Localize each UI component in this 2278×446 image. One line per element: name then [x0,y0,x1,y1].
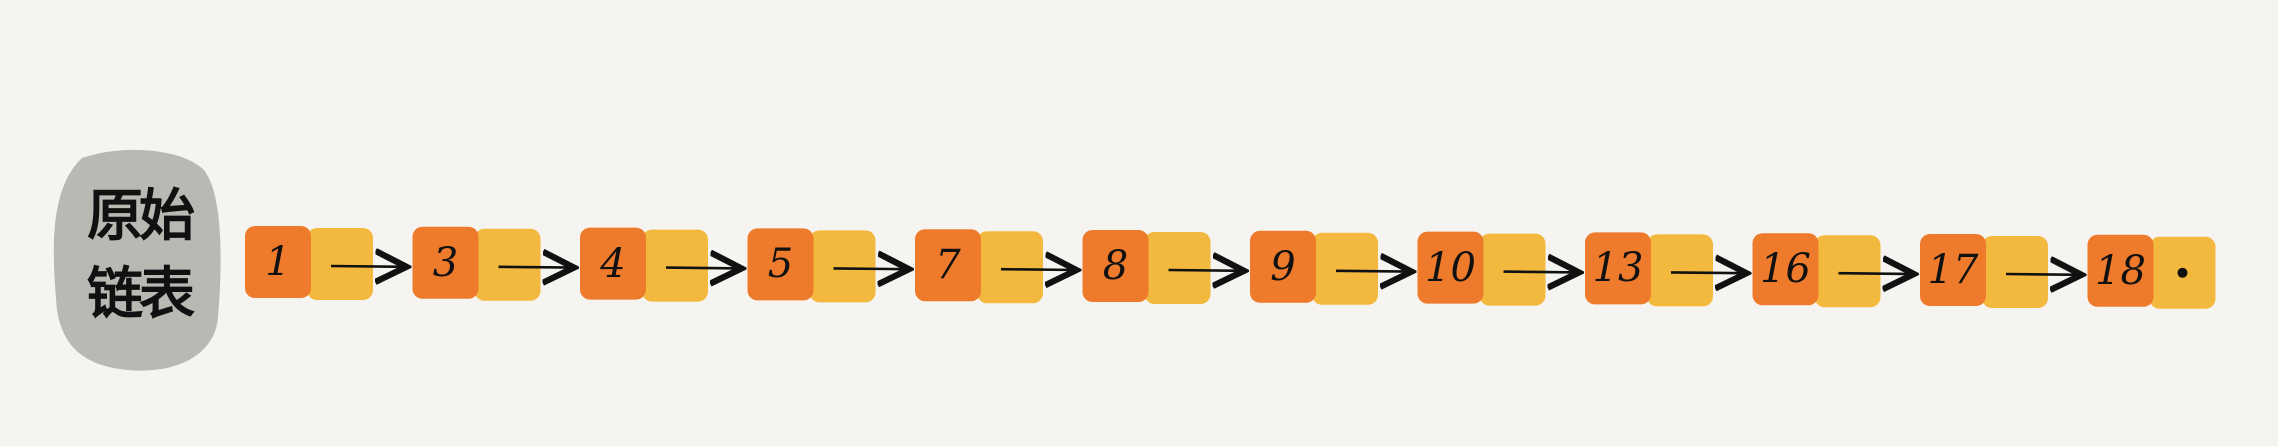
node-next-box [977,231,1043,304]
next-pointer-arrow [1335,271,1412,272]
node-key-label: 18 [2095,247,2146,294]
next-pointer-arrow [833,268,910,269]
node-key-box [245,226,311,298]
node-next-box [1814,235,1881,308]
next-pointer-arrow [1503,272,1580,273]
node-key-box [1920,234,1986,306]
node-key-label: 1 [265,239,291,285]
node-key-box [1082,230,1149,302]
next-pointer-arrow [665,268,742,269]
node-key-label: 13 [1592,245,1644,292]
node-key-box [580,227,646,300]
node-key-label: 4 [600,240,626,287]
node-key-box [412,226,479,299]
node-next-box [809,230,876,303]
node-key-box [915,229,981,302]
node-next-box [474,228,541,301]
node-key-box [1585,232,1651,305]
node-key-box [747,228,814,301]
next-pointer-arrow [1838,273,1915,274]
next-pointer-arrow [1670,272,1747,273]
node-next-box [1982,236,2048,308]
label-blob [53,149,221,371]
next-pointer-arrow [498,267,575,268]
node-key-label: 3 [432,239,459,286]
node-key-box [1417,231,1484,304]
node-next-box [1144,232,1211,304]
node-next-box [307,228,373,300]
node-key-label: 9 [1270,243,1296,290]
null-pointer-dot [2177,267,2188,278]
node-key-label: 10 [1425,244,1476,291]
next-pointer-arrow [1000,269,1077,270]
next-pointer-arrow [1168,270,1245,271]
next-pointer-arrow [330,266,407,267]
node-next-box [1479,233,1546,306]
node-key-label: 7 [935,242,961,289]
node-key-box [1752,233,1819,306]
node-key-label: 17 [1927,247,1979,293]
node-next-box [642,229,708,302]
node-next-box [1312,232,1378,305]
node-key-box [1250,230,1316,303]
node-key-label: 16 [1760,246,1811,293]
next-pointer-arrow [2005,274,2082,275]
node-key-label: 8 [1102,243,1129,289]
list-label: 原始链表 [87,184,195,327]
node-next-box [1647,234,1713,307]
node-key-box [2087,234,2154,307]
node-key-label: 5 [767,241,794,288]
